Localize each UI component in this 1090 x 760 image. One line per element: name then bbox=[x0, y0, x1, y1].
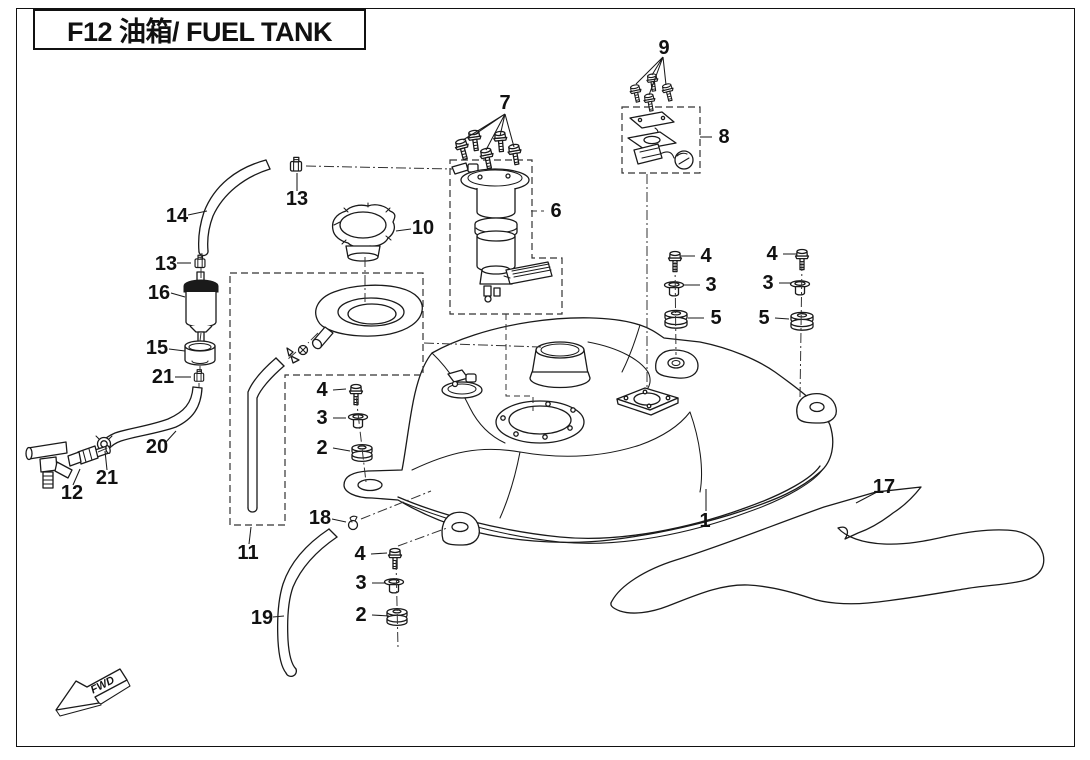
fuel-filter-16-drawing bbox=[183, 271, 219, 343]
fwd-arrow: FWD bbox=[55, 668, 131, 717]
clamp-18-drawing bbox=[347, 515, 359, 531]
bracket-assembly-drawing bbox=[621, 72, 701, 174]
hose-19-drawing bbox=[277, 528, 338, 677]
connector-12-drawing bbox=[25, 441, 111, 489]
vent-hose-14-drawing bbox=[198, 159, 271, 257]
clamp-13-mid-drawing bbox=[194, 254, 206, 269]
fuel-tank-drawing bbox=[343, 317, 837, 546]
leader-lines bbox=[72, 56, 878, 649]
cup-15-drawing bbox=[184, 340, 216, 366]
filler-pad-assembly-drawing bbox=[229, 272, 424, 526]
clamp-21-upper-drawing bbox=[193, 369, 205, 382]
clamp-13-top-drawing bbox=[289, 156, 303, 172]
page-border bbox=[16, 8, 1075, 747]
heat-shield-drawing bbox=[610, 486, 1045, 614]
fuel-pump-assembly-drawing bbox=[449, 128, 563, 315]
page-title: F12 油箱/ FUEL TANK bbox=[66, 17, 333, 47]
fastener-stack-left-drawing bbox=[347, 383, 373, 463]
fuel-cap-drawing bbox=[331, 202, 396, 262]
hose-20-drawing bbox=[99, 386, 203, 452]
title-box: F12 油箱/ FUEL TANK bbox=[33, 9, 366, 50]
